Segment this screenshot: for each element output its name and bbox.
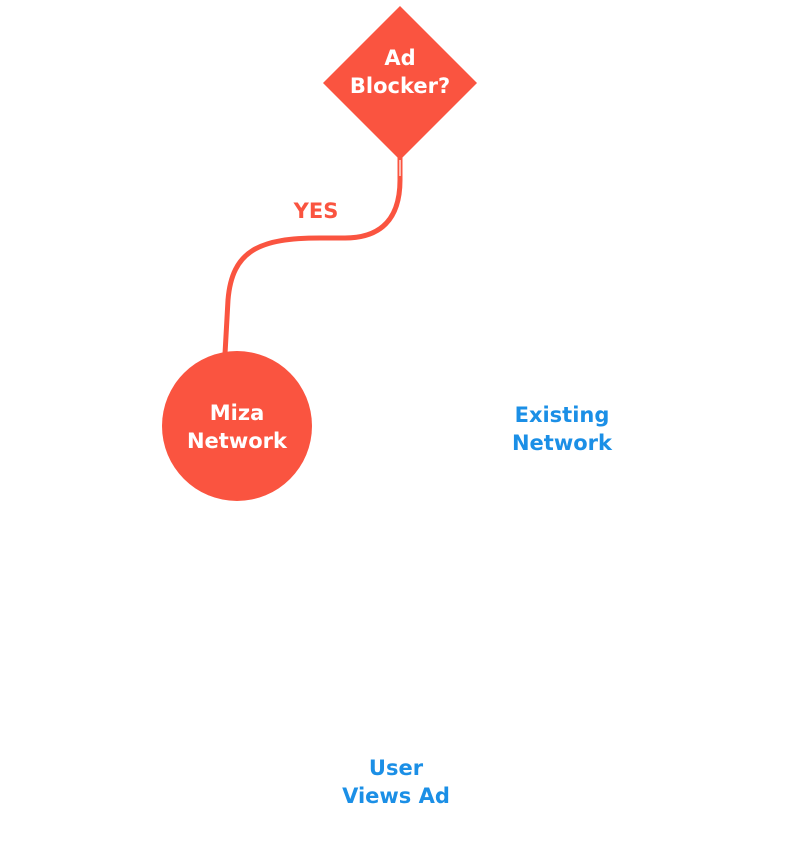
miza-network-circle xyxy=(162,351,312,501)
decision-label-line2: Blocker? xyxy=(350,74,450,98)
yes-connector xyxy=(222,155,403,357)
user-views-ad-label-line1: User xyxy=(369,756,424,780)
existing-network-label-line2: Network xyxy=(512,431,613,455)
miza-network-label-line2: Network xyxy=(187,429,288,453)
miza-network-label-line1: Miza xyxy=(210,401,265,425)
user-views-ad-node[interactable]: User Views Ad xyxy=(342,756,450,808)
existing-network-label-line1: Existing xyxy=(515,403,610,427)
user-views-ad-label-line2: Views Ad xyxy=(342,784,450,808)
existing-network-node[interactable]: Existing Network xyxy=(512,403,613,455)
miza-network-node[interactable]: Miza Network xyxy=(162,351,312,501)
decision-label-line1: Ad xyxy=(384,46,415,70)
yes-edge-label: YES xyxy=(293,199,339,223)
decision-node[interactable]: Ad Blocker? xyxy=(323,6,477,160)
decision-diamond xyxy=(323,6,477,160)
